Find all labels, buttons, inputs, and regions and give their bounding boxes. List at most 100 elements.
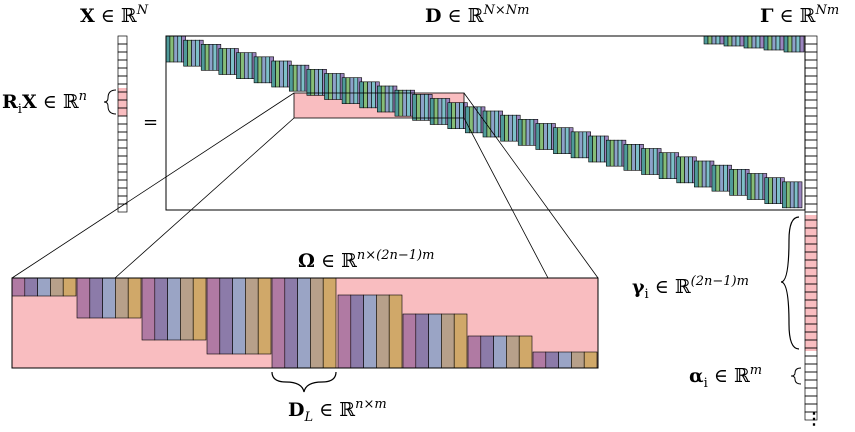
atom-stripe bbox=[782, 181, 787, 209]
atom-stripe bbox=[437, 98, 443, 125]
d-label: D ∈ ℝN×Nm bbox=[425, 3, 529, 27]
gamma-vector-cell bbox=[804, 187, 818, 197]
atom-stripe bbox=[167, 277, 181, 341]
atom-stripe bbox=[670, 152, 676, 179]
atom-stripe bbox=[795, 35, 801, 53]
atom-stripe bbox=[230, 48, 235, 75]
d-local-frame bbox=[293, 92, 465, 119]
gammai-highlight bbox=[805, 215, 817, 351]
atom-stripe bbox=[353, 77, 359, 104]
x-vector-cell bbox=[117, 75, 128, 85]
gamma-vector-cell bbox=[804, 395, 818, 405]
equals-sign: = bbox=[143, 112, 158, 133]
atom-stripe bbox=[141, 277, 156, 341]
atom-stripe bbox=[759, 35, 765, 49]
atom-stripe bbox=[558, 351, 572, 369]
atom-stripe bbox=[493, 335, 507, 369]
alphai-label: αi ∈ ℝm bbox=[689, 363, 762, 391]
atom-stripe bbox=[609, 139, 615, 167]
x-vector-cell bbox=[117, 195, 128, 205]
rix-highlight bbox=[118, 88, 127, 116]
atom-stripe bbox=[271, 277, 286, 369]
atom-stripe bbox=[737, 169, 742, 196]
atom-stripe bbox=[384, 85, 390, 113]
gamma-vector-cell bbox=[804, 115, 818, 125]
atom-stripe bbox=[127, 277, 142, 319]
atom-stripe bbox=[508, 114, 513, 142]
atom-stripe bbox=[465, 106, 470, 134]
atom-stripe bbox=[455, 102, 460, 129]
zoom-line bbox=[463, 117, 549, 279]
omega-atom-block bbox=[337, 294, 403, 369]
gamma-vector-cell bbox=[804, 155, 818, 165]
atom-stripe bbox=[755, 35, 761, 49]
atom-stripe bbox=[76, 277, 91, 319]
gamma-vector-cell bbox=[804, 171, 818, 181]
d-atom-block bbox=[447, 102, 468, 129]
atom-stripe bbox=[183, 39, 188, 67]
atom-stripe bbox=[292, 64, 298, 92]
atom-stripe bbox=[662, 152, 668, 179]
rix-brace bbox=[103, 89, 117, 115]
omega-atom-block bbox=[206, 277, 272, 355]
atom-stripe bbox=[218, 48, 224, 75]
x-vector-cell bbox=[117, 43, 128, 53]
atom-stripe bbox=[733, 169, 738, 196]
d-atom-block bbox=[324, 73, 345, 100]
d-atom-block bbox=[553, 127, 574, 154]
atom-stripe bbox=[793, 181, 799, 209]
atom-stripe bbox=[751, 35, 757, 49]
atom-stripe bbox=[583, 351, 598, 369]
atom-stripe bbox=[371, 81, 376, 109]
atom-stripes-layer bbox=[11, 35, 805, 369]
atom-stripe bbox=[746, 173, 752, 200]
gamma-vector-cell bbox=[804, 35, 818, 45]
gamma-vector-cell bbox=[804, 51, 818, 61]
atom-stripe bbox=[476, 106, 482, 134]
x-vector-cell bbox=[117, 163, 128, 173]
d-atom-block bbox=[183, 39, 204, 67]
gamma-vector-cell bbox=[804, 59, 818, 69]
atom-stripe bbox=[547, 123, 552, 150]
atom-stripe bbox=[296, 64, 302, 92]
atom-stripe bbox=[177, 35, 182, 63]
atom-stripe bbox=[192, 277, 207, 341]
x-vector-cell bbox=[117, 187, 128, 197]
atom-stripe bbox=[257, 277, 272, 355]
atom-stripe bbox=[701, 160, 707, 188]
atom-stripe bbox=[388, 85, 394, 113]
atom-stripe bbox=[406, 89, 411, 117]
atom-stripe bbox=[324, 73, 329, 100]
d-atom-block bbox=[429, 98, 451, 125]
atom-stripe bbox=[300, 64, 306, 92]
atom-stripe bbox=[570, 131, 576, 159]
atom-stripe bbox=[257, 56, 263, 84]
omega-atom-block bbox=[532, 351, 598, 369]
atom-stripe bbox=[226, 48, 231, 75]
atom-stripe bbox=[560, 127, 566, 154]
atom-stripe bbox=[680, 156, 685, 184]
gamma-vector-cell bbox=[804, 355, 818, 365]
d-atom-block bbox=[641, 148, 662, 175]
atom-stripe bbox=[306, 69, 312, 96]
atom-stripe bbox=[727, 35, 733, 47]
atom-stripe bbox=[645, 148, 650, 175]
x-vector-cell bbox=[117, 179, 128, 189]
ellipsis: ⋮ bbox=[806, 409, 822, 428]
atom-stripe bbox=[776, 177, 781, 204]
atom-stripe bbox=[627, 144, 633, 171]
atom-stripe bbox=[173, 35, 179, 63]
atom-stripe bbox=[345, 77, 351, 104]
atom-stripe bbox=[735, 35, 741, 47]
atom-stripe bbox=[768, 177, 773, 204]
atom-stripe bbox=[739, 35, 745, 47]
atom-stripe bbox=[275, 60, 280, 88]
atom-stripe bbox=[165, 35, 171, 63]
atom-stripe bbox=[553, 127, 558, 154]
atom-stripe bbox=[743, 35, 749, 49]
atom-stripe bbox=[711, 164, 717, 192]
d-atom-block bbox=[359, 81, 380, 109]
atom-stripe bbox=[525, 119, 531, 146]
atom-stripe bbox=[787, 35, 793, 53]
